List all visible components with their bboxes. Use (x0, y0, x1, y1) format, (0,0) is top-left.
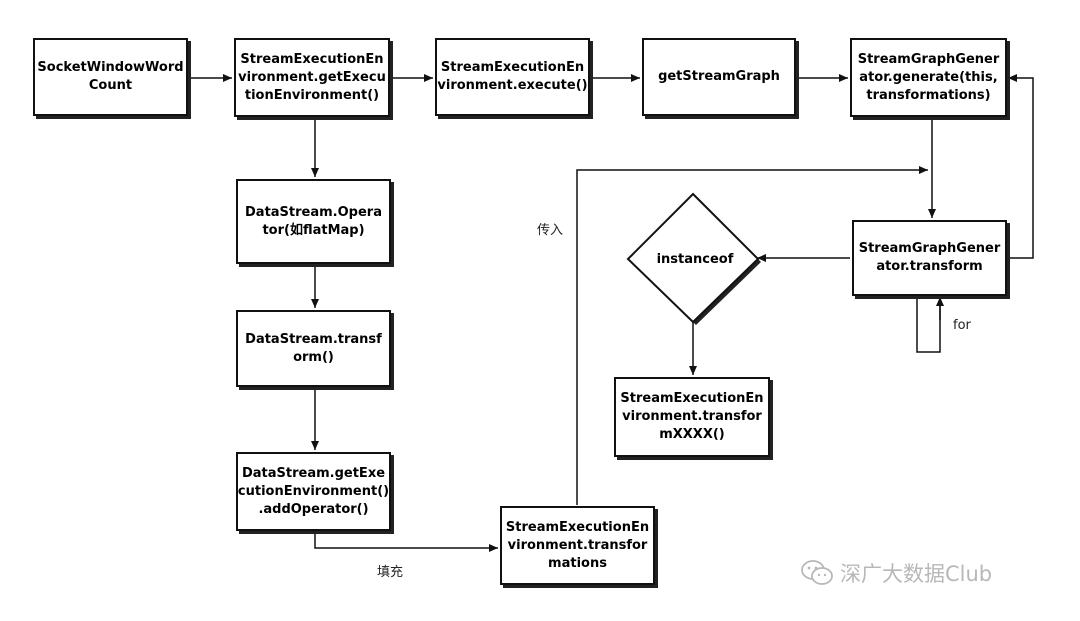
node-datastream-operator: DataStream.Opera tor(如flatMap) (236, 179, 391, 264)
node-socket-window-word-count: SocketWindowWord Count (33, 38, 188, 116)
node-datastream-transform: DataStream.transf orm() (236, 310, 391, 387)
node-transform-xxxx: StreamExecutionEn vironment.transfor mXX… (614, 377, 770, 457)
node-transformations: StreamExecutionEn vironment.transfor mat… (500, 506, 655, 585)
instanceof-diamond (626, 192, 760, 324)
edge-transformations-to-generate (576, 166, 928, 505)
edge-transform-for-loop (916, 296, 941, 353)
node-get-stream-graph: getStreamGraph (642, 38, 796, 116)
wechat-icon (801, 560, 833, 585)
watermark-text: 深广大数据Club (840, 562, 993, 586)
node-add-operator: DataStream.getExe cutionEnvironment() .a… (236, 452, 391, 531)
node-instanceof: instanceof (656, 251, 734, 267)
node-stream-graph-transform: StreamGraphGener ator.transform (852, 220, 1007, 296)
node-stream-graph-generate: StreamGraphGener ator.generate(this, tra… (850, 38, 1007, 117)
watermark: 深广大数据Club (800, 558, 992, 588)
edge-label-pass-in: 传入 (537, 223, 564, 238)
edge-label-fill: 填充 (377, 565, 404, 580)
node-execute: StreamExecutionEn vironment.execute() (435, 38, 590, 116)
edge-addoperator-to-transformations (314, 531, 498, 552)
edge-transform-loop-back (1007, 74, 1034, 259)
node-get-execution-environment: StreamExecutionEn vironment.getExecu tio… (234, 38, 390, 117)
edge-label-for-loop: for (953, 318, 971, 333)
